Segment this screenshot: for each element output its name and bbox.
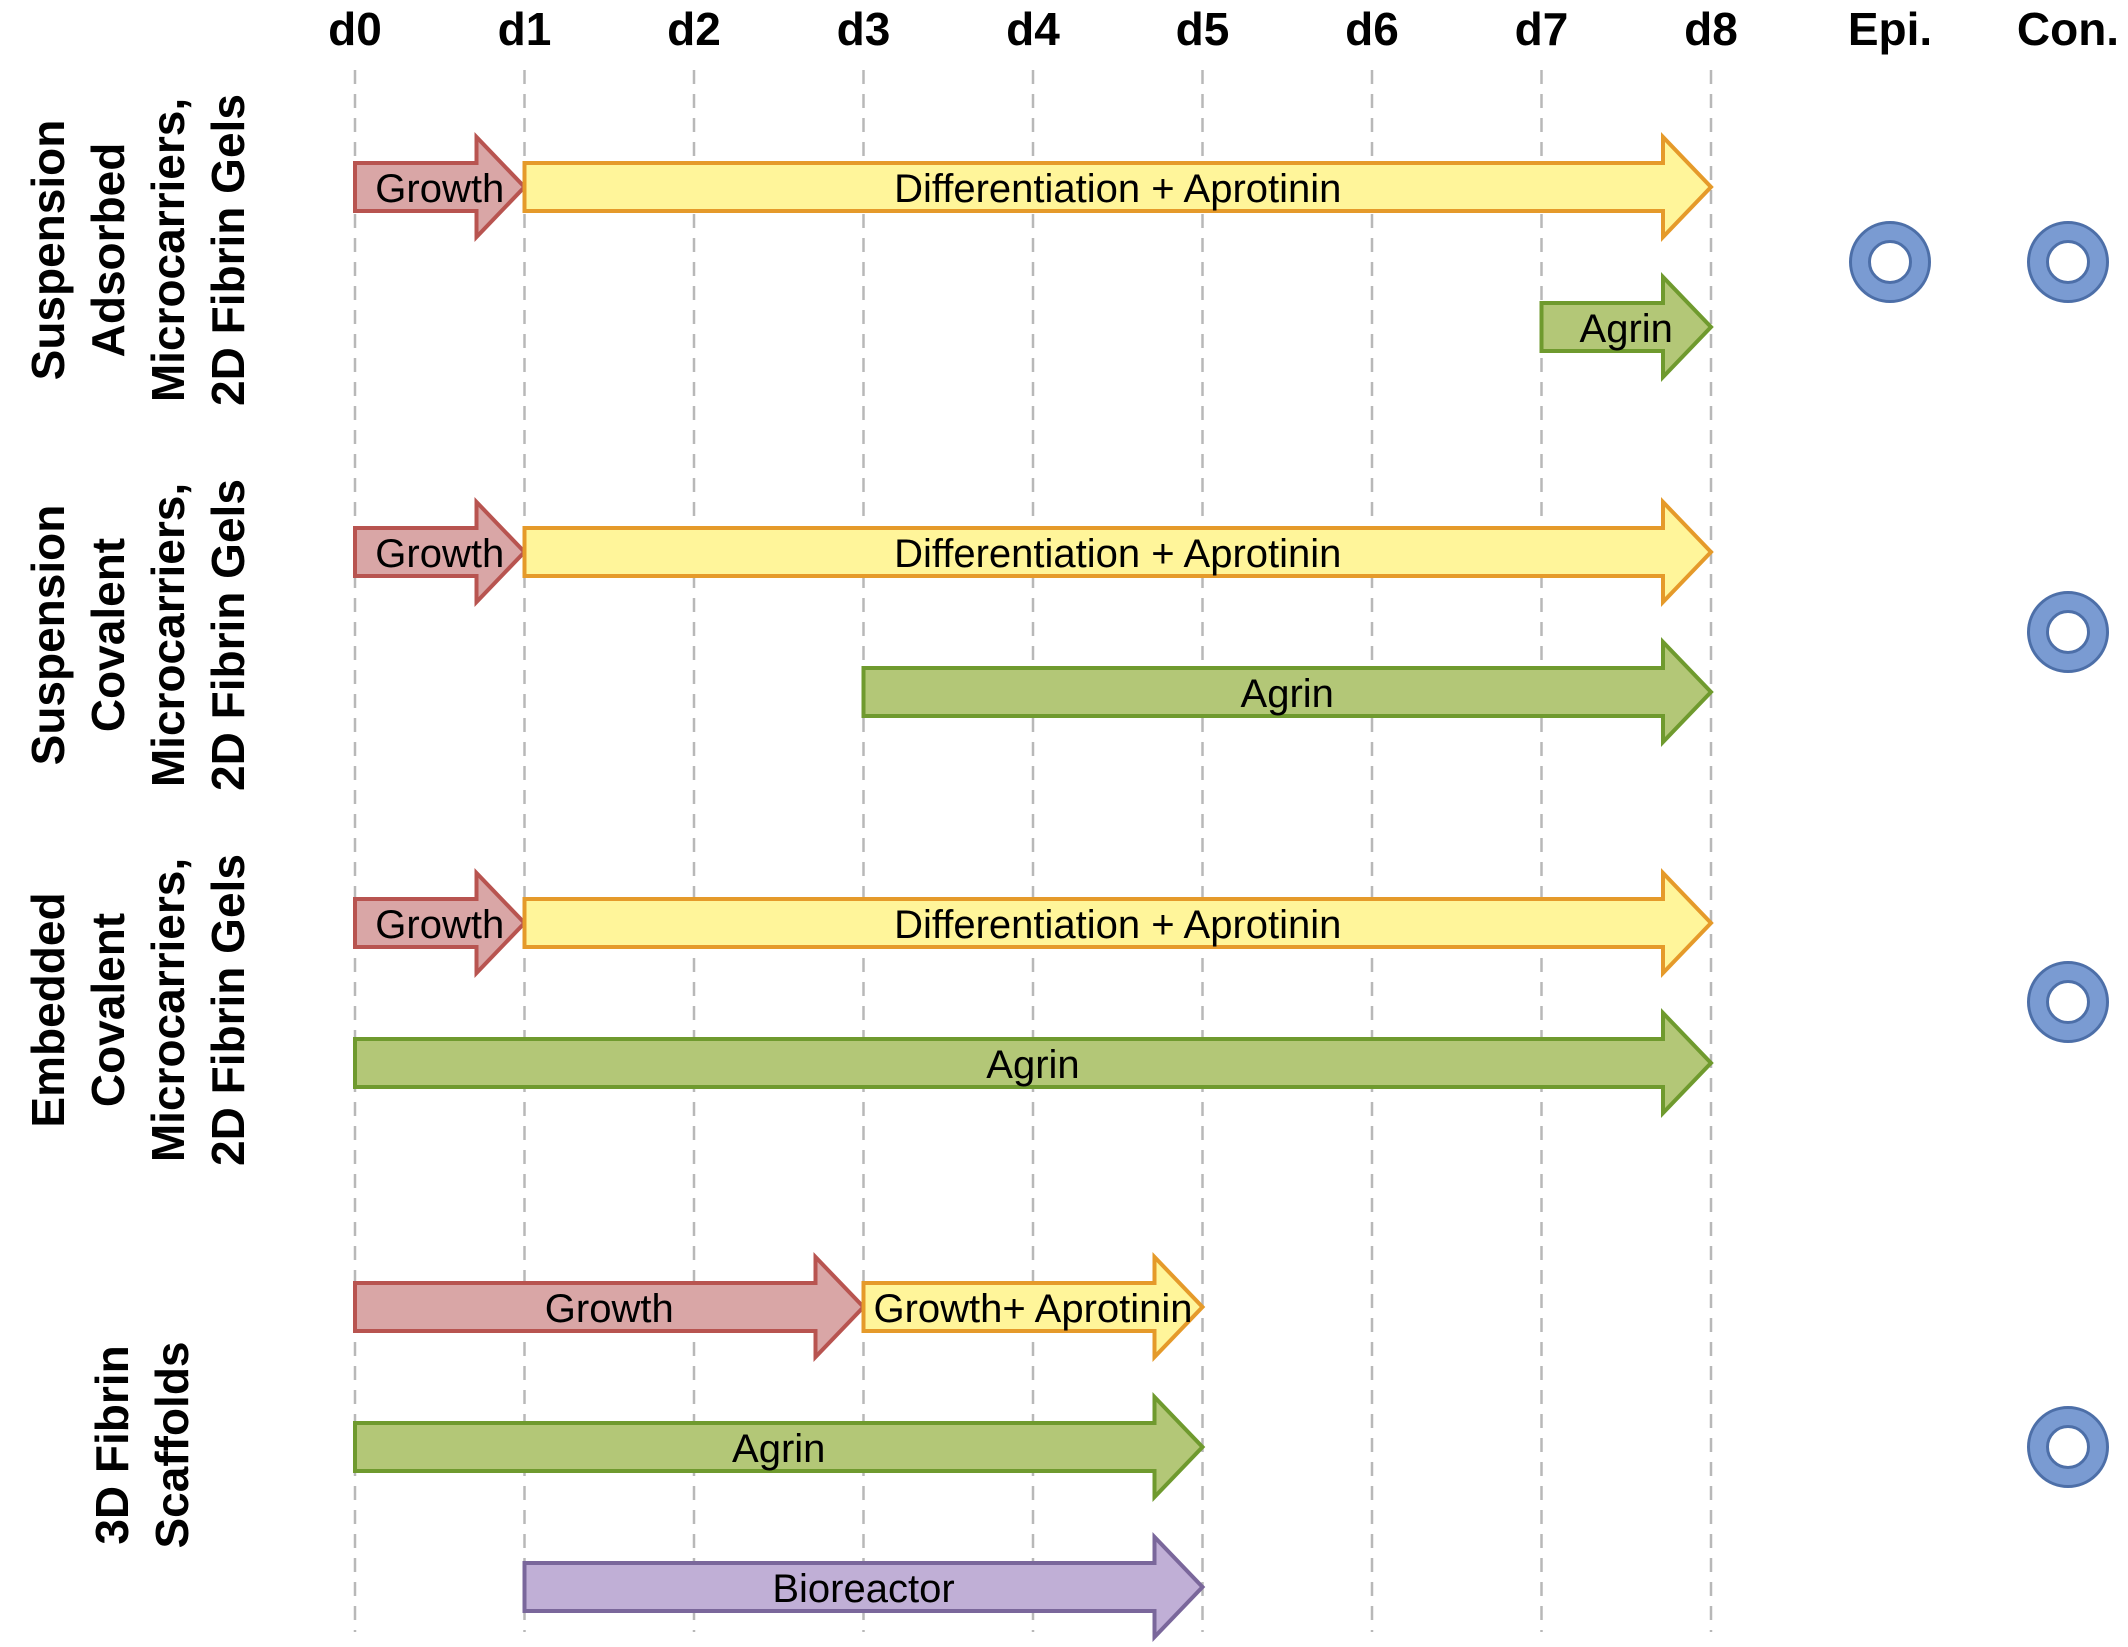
group-4-growth-aprotinin-arrow: [861, 1252, 1206, 1362]
group-1-label-line-2: Adsorbed: [82, 143, 134, 358]
group-3-label-line-4: 2D Fibrin Gels: [202, 854, 254, 1166]
group-4-bioreactor-arrow-label: Bioreactor: [772, 1567, 954, 1611]
result-header-epi: Epi.: [1848, 3, 1932, 55]
group-1-con-ring-marker: [2030, 224, 2106, 300]
group-4-label-line-2: Scaffolds: [146, 1341, 198, 1548]
day-header-d6: d6: [1345, 3, 1399, 55]
group-2-agrin-arrow: [861, 637, 1714, 747]
group-4-growth-arrow: [353, 1252, 867, 1362]
day-header-d0: d0: [328, 3, 382, 55]
group-3-growth-arrow-label: Growth: [375, 903, 504, 947]
group-4-growth-aprotinin-arrow-label: Growth+ Aprotinin: [873, 1287, 1192, 1331]
group-2-growth-arrow: [353, 497, 528, 607]
day-header-d8: d8: [1684, 3, 1738, 55]
group-1-differentiation-aprotinin-arrow-label: Differentiation + Aprotinin: [894, 167, 1341, 211]
day-gridlines: [353, 70, 1713, 1632]
group-1-growth-arrow: [353, 132, 528, 242]
group-4-growth-arrow-label: Growth: [545, 1287, 674, 1331]
group-3-differentiation-aprotinin-arrow: [522, 868, 1714, 978]
group-1-epi-ring-marker: [1852, 224, 1928, 300]
group-3-growth-arrow: [353, 868, 528, 978]
day-header-d2: d2: [667, 3, 721, 55]
group-3-differentiation-aprotinin-arrow-label: Differentiation + Aprotinin: [894, 903, 1341, 947]
group-2-agrin-arrow-label: Agrin: [1241, 672, 1334, 716]
day-header-d5: d5: [1176, 3, 1230, 55]
group-1-agrin-arrow: [1539, 272, 1714, 382]
result-markers: [1849, 221, 2109, 1488]
group-4-con-ring-marker: [2030, 1409, 2106, 1485]
group-4-bioreactor-arrow: [522, 1532, 1206, 1642]
group-3-label-line-1: Embedded: [22, 892, 74, 1127]
group-1-label-line-3: Microcarriers,: [142, 98, 194, 402]
group-3-label-line-2: Covalent: [82, 913, 134, 1107]
group-2-label-line-3: Microcarriers,: [142, 483, 194, 787]
group-1-agrin-arrow-label: Agrin: [1580, 307, 1673, 351]
group-2-differentiation-aprotinin-arrow-label: Differentiation + Aprotinin: [894, 532, 1341, 576]
group-1-label-line-1: Suspension: [22, 120, 74, 381]
group-2-growth-arrow-label: Growth: [375, 532, 504, 576]
group-2-label-line-1: Suspension: [22, 505, 74, 766]
group-3-agrin-arrow: [353, 1008, 1714, 1118]
group-3-agrin-arrow-label: Agrin: [986, 1043, 1079, 1087]
group-1-differentiation-aprotinin-arrow: [522, 132, 1714, 242]
group-1-growth-arrow-label: Growth: [375, 167, 504, 211]
result-header-con: Con.: [2017, 3, 2119, 55]
group-4-agrin-arrow: [353, 1392, 1206, 1502]
group-2-differentiation-aprotinin-arrow: [522, 497, 1714, 607]
day-header-d4: d4: [1006, 3, 1060, 55]
group-2-label-line-2: Covalent: [82, 538, 134, 732]
group-4-label-line-1: 3D Fibrin: [86, 1345, 138, 1544]
group-3-con-ring-marker: [2030, 964, 2106, 1040]
group-4-agrin-arrow-label: Agrin: [732, 1427, 825, 1471]
group-2-con-ring-marker: [2030, 594, 2106, 670]
day-header-d3: d3: [837, 3, 891, 55]
group-2-label-line-4: 2D Fibrin Gels: [202, 479, 254, 791]
group-3-label-line-3: Microcarriers,: [142, 858, 194, 1162]
day-header-d7: d7: [1515, 3, 1569, 55]
group-1-label-line-4: 2D Fibrin Gels: [202, 94, 254, 406]
day-header-d1: d1: [498, 3, 552, 55]
column-headers: d0 d1 d2 d3 d4 d5 d6 d7 d8 Epi. Con.: [328, 3, 2119, 55]
